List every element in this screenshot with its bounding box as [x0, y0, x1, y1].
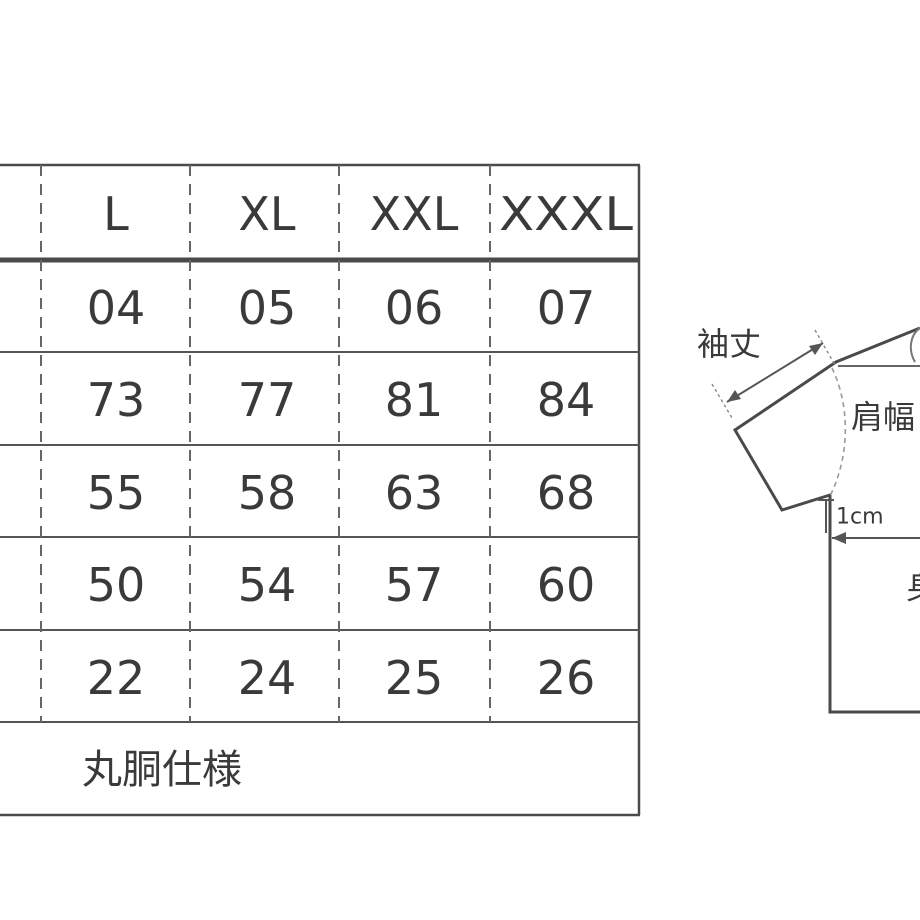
table-cell: 24 [238, 651, 297, 705]
table-cell: 55 [87, 466, 146, 520]
table-cell: 50 [87, 558, 146, 612]
shirt-outline [732, 326, 920, 714]
table-cell: 57 [385, 558, 444, 612]
armhole-curve [829, 367, 847, 497]
extension-line [711, 383, 733, 419]
tshirt-diagram: 袖丈 肩幅 1cm 身 [697, 325, 920, 714]
table-cell: 84 [537, 373, 596, 427]
table-cell: 68 [537, 466, 596, 520]
sleeve-length-label: 袖丈 [697, 325, 761, 363]
arrowhead-icon [727, 390, 741, 402]
table-cell: 07 [537, 281, 596, 335]
table-cell: 81 [385, 373, 444, 427]
body-label-partial: 身 [906, 568, 920, 606]
arrowhead-icon [809, 343, 823, 355]
table-cell: 54 [238, 558, 297, 612]
table-cell: 60 [537, 558, 596, 612]
table-cell: 73 [87, 373, 146, 427]
table-cell: 06 [385, 281, 444, 335]
table-cell: 63 [385, 466, 444, 520]
table-note: 丸胴仕様 [82, 747, 242, 793]
size-table: L XL XXL XXXL 04 05 06 07 73 77 81 84 55… [0, 163, 641, 817]
shoulder-width-label: 肩幅 [851, 398, 915, 436]
table-cell: 25 [385, 651, 444, 705]
table-cell: 22 [87, 651, 146, 705]
table-cell: 58 [238, 466, 297, 520]
extension-line [814, 329, 836, 366]
table-cell: 77 [238, 373, 297, 427]
table-cell: 05 [238, 281, 297, 335]
table-cell: 26 [537, 651, 596, 705]
sleeve-length-arrow [726, 342, 824, 403]
table-cell: 04 [87, 281, 146, 335]
collar-line [909, 327, 920, 363]
header-cell: XXXL [499, 187, 633, 241]
header-cell: XXL [370, 187, 459, 241]
header-cell: XL [238, 187, 296, 241]
header-cell: L [103, 187, 129, 241]
one-cm-label: 1cm [836, 505, 884, 530]
arrowhead-icon [832, 532, 846, 544]
